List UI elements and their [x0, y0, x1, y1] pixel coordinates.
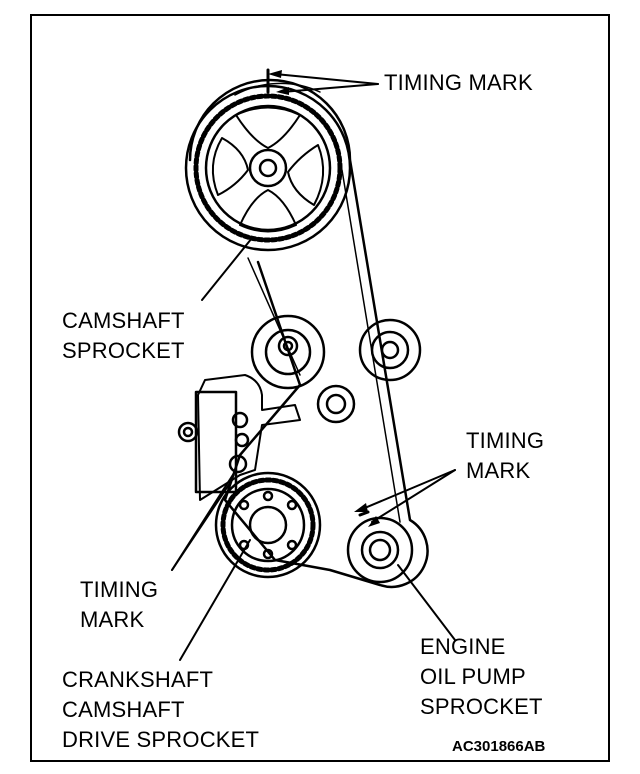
diagram-frame: [30, 14, 610, 762]
label-crankshaft-line2: CAMSHAFT: [62, 697, 185, 722]
timing-belt-inner-edge: [341, 169, 401, 523]
leader-timing-mark-top-2: [281, 83, 379, 93]
auto-tensioner: [177, 374, 301, 501]
leader-oil-pump: [397, 564, 456, 641]
label-oil-pump-line1: ENGINE: [420, 634, 506, 659]
label-timing-mark-left-line1: TIMING: [80, 577, 159, 602]
leader-camshaft: [201, 237, 253, 301]
label-timing-mark-top: TIMING MARK: [384, 70, 533, 95]
label-oil-pump-line2: OIL PUMP: [420, 664, 526, 689]
small-idler: [316, 384, 356, 424]
label-crankshaft-line3: DRIVE SPROCKET: [62, 727, 260, 752]
leader-timing-mark-left-2: [171, 479, 233, 571]
label-timing-mark-right-line2: MARK: [466, 458, 531, 483]
label-camshaft-line2: SPROCKET: [62, 338, 185, 363]
label-oil-pump-line3: SPROCKET: [420, 694, 543, 719]
label-crankshaft-line1: CRANKSHAFT: [62, 667, 214, 692]
figure-code: AC301866AB: [452, 738, 546, 755]
label-timing-mark-right-line1: TIMING: [466, 428, 545, 453]
idler-pulley: [358, 318, 422, 382]
leader-timing-mark-top-1: [274, 73, 379, 85]
camshaft-sprocket: [184, 68, 352, 252]
leader-timing-mark-right-1: [359, 469, 456, 511]
crankshaft-sprocket: [214, 471, 322, 579]
leader-timing-mark-right-2: [371, 469, 456, 523]
tensioner-pulley: [250, 314, 326, 390]
leader-crankshaft: [179, 539, 251, 661]
timing-belt: [188, 78, 429, 589]
label-camshaft-line1: CAMSHAFT: [62, 308, 185, 333]
label-timing-mark-left-line2: MARK: [80, 607, 145, 632]
